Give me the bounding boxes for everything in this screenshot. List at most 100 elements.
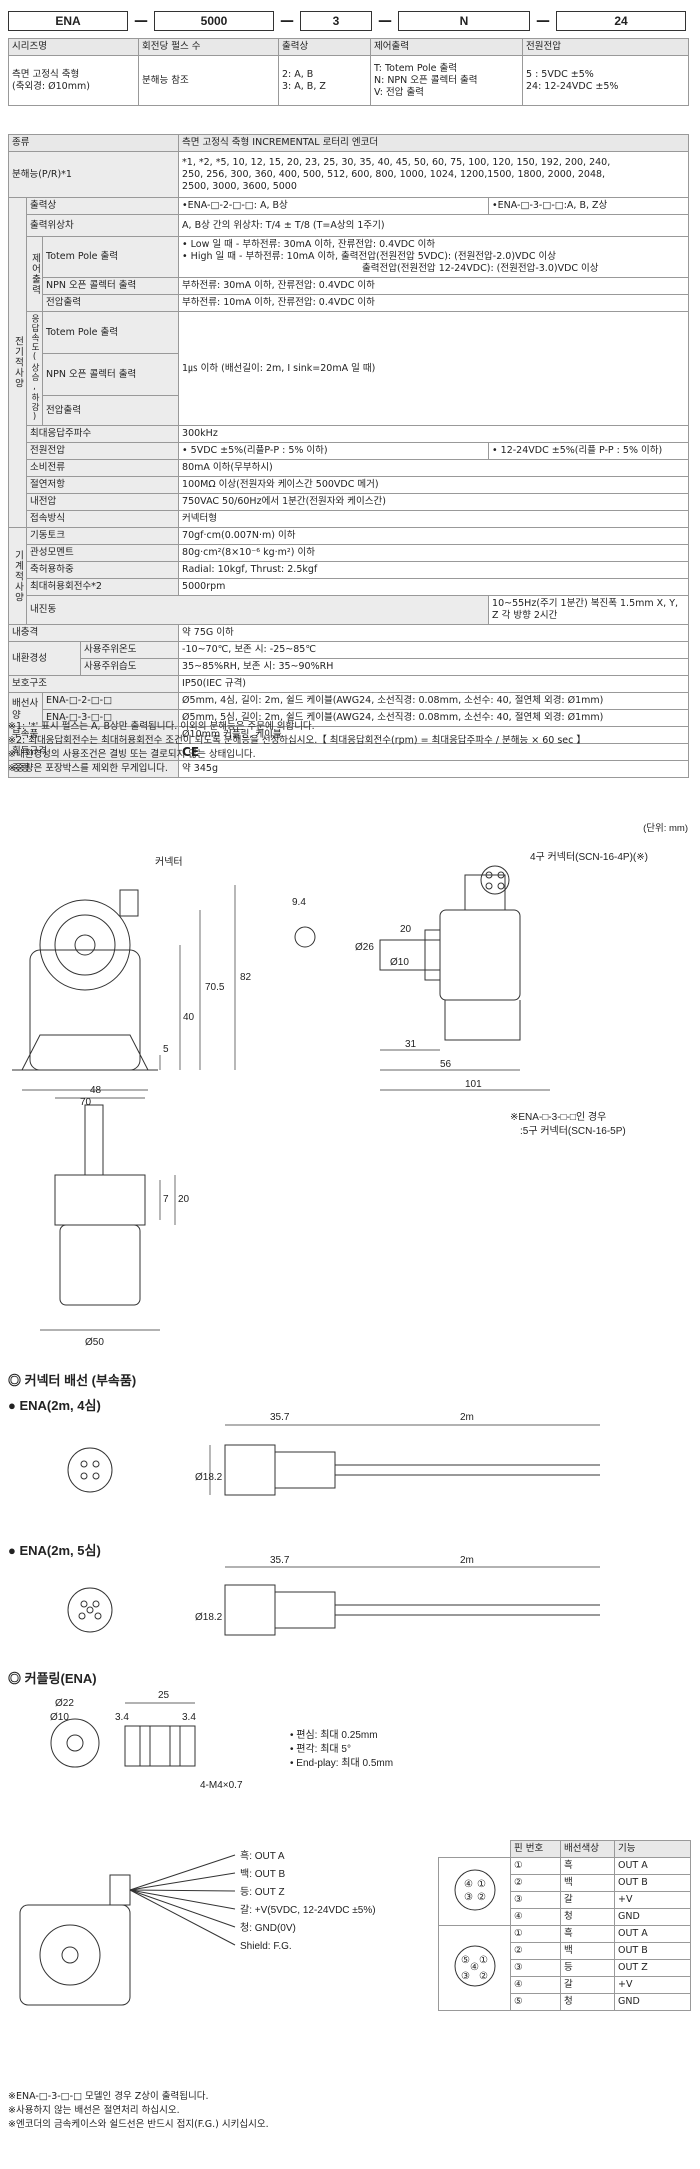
spec-label: 기동토크 bbox=[25, 527, 180, 545]
pin-header: 핀 번호 bbox=[510, 1840, 561, 1858]
spec-value: 부하전류: 30mA 이하, 잔류전압: 0.4VDC 이하 bbox=[178, 277, 690, 295]
pin-no: ④ bbox=[510, 1976, 561, 1994]
pin-no: ② bbox=[510, 1874, 561, 1892]
shaft-side bbox=[379, 939, 441, 971]
shaft-top bbox=[84, 1104, 104, 1176]
encoder-wiring-body bbox=[19, 1904, 131, 2006]
encoder-top-body bbox=[59, 1224, 141, 1306]
cable-4p-drawing: 35.7 2m Ø18.2 bbox=[67, 1412, 600, 1496]
pin-color: 백 bbox=[560, 1874, 615, 1892]
spec-value: • 12-24VDC ±5%(리플 P-P : 5% 이하) bbox=[488, 442, 690, 460]
pin-color: 갈 bbox=[560, 1976, 615, 1994]
pin-color: 흑 bbox=[560, 1857, 615, 1875]
note-line: ※중량은 포장박스를 제외한 무게입니다. bbox=[8, 763, 168, 774]
footer-notes: ※ENA-□-3-□-□ 모델인 경우 Z상이 출력됩니다. ※사용하지 않는 … bbox=[8, 2090, 692, 2132]
spec-label: ENA-□-2-□-□ bbox=[41, 692, 180, 710]
pin-no: ⑤ bbox=[510, 1993, 561, 2011]
svg-text:③: ③ bbox=[461, 1971, 470, 1982]
pin-func: OUT B bbox=[614, 1874, 691, 1892]
cable-4p-title: ● ENA(2m, 4심) bbox=[8, 1398, 101, 1413]
spec-value: 5000rpm bbox=[178, 578, 690, 596]
cable-len: 35.7 bbox=[270, 1412, 290, 1423]
unit-label: (단위: mm) bbox=[643, 823, 688, 834]
spec-label: 사용주위습도 bbox=[79, 658, 180, 676]
pin-func: OUT Z bbox=[614, 1959, 691, 1977]
spec-value: 약 345g bbox=[178, 760, 690, 778]
connector-pins-4p bbox=[480, 865, 510, 895]
spec-value: -10~70℃, 보존 시: -25~85℃ bbox=[178, 641, 690, 659]
code-power: 24 bbox=[556, 11, 686, 31]
pin-header: 배선색상 bbox=[560, 1840, 615, 1858]
coupling-dim: 3.4 bbox=[115, 1712, 129, 1723]
shaft-end-view bbox=[294, 926, 316, 948]
spec-label: Totem Pole 출력 bbox=[41, 236, 180, 278]
dim-value: 7 bbox=[163, 1194, 169, 1205]
spec-label: 내전압 bbox=[25, 493, 180, 511]
dim-value: Ø50 bbox=[85, 1337, 104, 1348]
pin-no: ④ bbox=[510, 1908, 561, 1926]
pin-func: OUT B bbox=[614, 1942, 691, 1960]
svg-text:④: ④ bbox=[464, 1879, 473, 1890]
spec-label: 배선사양 bbox=[8, 692, 43, 727]
cable-5p-title: ● ENA(2m, 5심) bbox=[8, 1543, 101, 1558]
svg-text:⑤: ⑤ bbox=[461, 1955, 470, 1966]
pin-color: 백 bbox=[560, 1942, 615, 1960]
pin-no: ③ bbox=[510, 1891, 561, 1909]
pin-no: ② bbox=[510, 1942, 561, 1960]
code-phase: 3 bbox=[300, 11, 372, 31]
spec-group-electrical: 전기적사양 bbox=[8, 197, 27, 528]
wire-label: 백: OUT B bbox=[240, 1868, 285, 1880]
order-code-row: ENA — 5000 — 3 — N — 24 bbox=[8, 10, 688, 32]
dim-value: 5 bbox=[163, 1044, 169, 1055]
dim-value: 70 bbox=[80, 1097, 92, 1108]
cable-dia: Ø18.2 bbox=[195, 1472, 223, 1483]
spec-value: Ø5mm, 4심, 길이: 2m, 쉴드 케이블(AWG24, 소선직경: 0.… bbox=[178, 692, 690, 710]
spec-value: 70gf·cm(0.007N·m) 이하 bbox=[178, 527, 690, 545]
cable-4p-face bbox=[67, 1447, 113, 1493]
spec-label: NPN 오픈 콜렉터 출력 bbox=[41, 353, 180, 396]
spec-label: 종류 bbox=[7, 134, 180, 152]
dimension-drawing: 커넥터 4구 커넥터(SCN-16-4P)(※) 9.4 82 70.5 40 … bbox=[12, 851, 648, 1348]
order-header: 회전당 펄스 수 bbox=[138, 38, 279, 56]
cable-5p-plug bbox=[224, 1584, 276, 1636]
dim-value: 9.4 bbox=[292, 897, 306, 908]
pin-color: 청 bbox=[560, 1993, 615, 2011]
code-control: N bbox=[398, 11, 530, 31]
coupling-dim: 25 bbox=[158, 1690, 170, 1701]
dim-value: Ø26 bbox=[355, 942, 374, 953]
spec-value: 측면 고정식 축형 INCREMENTAL 로터리 엔코더 bbox=[178, 134, 690, 152]
cable-4p-plug bbox=[224, 1444, 276, 1496]
footer-line: ※ENA-□-3-□-□ 모델인 경우 Z상이 출력됩니다. bbox=[8, 2091, 209, 2102]
spec-value: 80g·cm²(8×10⁻⁶ kg·m²) 이하 bbox=[178, 544, 690, 562]
spec-label: 분해능(P/R)*1 bbox=[7, 151, 180, 198]
coupling-spec: • 편심: 최대 0.25mm bbox=[290, 1729, 378, 1741]
spec-group-mechanical: 기계적사양 bbox=[8, 527, 27, 625]
spec-label: 절연저항 bbox=[25, 476, 180, 494]
order-header: 출력상 bbox=[278, 38, 371, 56]
pin-func: OUT A bbox=[614, 1925, 691, 1943]
spec-value: 10~55Hz(주기 1분간) 복진폭 1.5mm X, Y, Z 각 방향 2… bbox=[488, 595, 690, 625]
dim-value: 40 bbox=[183, 1012, 195, 1023]
encoder-front-face bbox=[39, 899, 131, 991]
svg-text:④: ④ bbox=[470, 1962, 479, 1973]
spec-label: 보호구조 bbox=[7, 675, 180, 693]
spec-label: 출력위상차 bbox=[25, 214, 180, 237]
spec-label: 소비전류 bbox=[25, 459, 180, 477]
dim-label: 커넥터 bbox=[155, 856, 183, 868]
spec-value: •ENA-□-3-□-□:A, B, Z상 bbox=[488, 197, 690, 215]
dim-value: 82 bbox=[240, 972, 252, 983]
spec-value: 커넥터형 bbox=[178, 510, 690, 528]
spec-label: NPN 오픈 콜렉터 출력 bbox=[41, 277, 180, 295]
footer-line: ※엔코더의 금속케이스와 쉴드선은 반드시 접지(F.G.) 시키십시오. bbox=[8, 2119, 269, 2130]
dim-value: 48 bbox=[90, 1085, 102, 1096]
cable-dia: Ø18.2 bbox=[195, 1612, 223, 1623]
spec-label: 내진동 bbox=[25, 595, 490, 625]
note-line: ※내환경성의 사용조건은 결빙 또는 결로되지 않는 상태입니다. bbox=[8, 749, 256, 760]
coupling-section-title: ◎ 커플링(ENA) bbox=[8, 1671, 97, 1686]
pin-no: ③ bbox=[510, 1959, 561, 1977]
code-pulse: 5000 bbox=[154, 11, 274, 31]
spec-label: 축허용하중 bbox=[25, 561, 180, 579]
